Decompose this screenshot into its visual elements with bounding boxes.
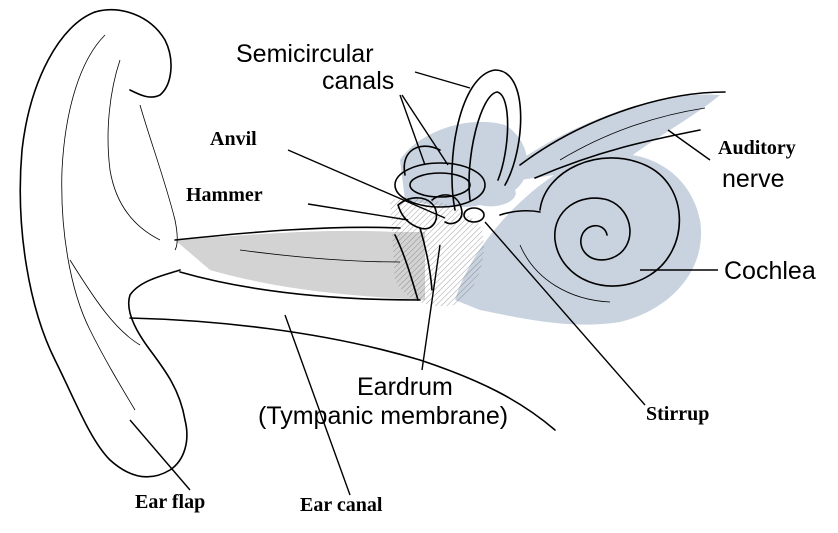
ear-flap-outline: [20, 10, 187, 477]
label-ear-flap: Ear flap: [135, 492, 205, 513]
label-auditory-line2: nerve: [722, 166, 785, 192]
leader-auditory-nerve: [668, 130, 710, 160]
label-anvil: Anvil: [210, 129, 257, 150]
label-semicircular-line1: Semicircular: [236, 41, 374, 67]
label-auditory-line1: Auditory: [718, 138, 796, 159]
leader-semicircular-1: [415, 72, 470, 88]
label-hammer: Hammer: [186, 185, 263, 206]
label-eardrum-line1: Eardrum: [357, 374, 453, 400]
label-ear-canal: Ear canal: [300, 495, 382, 516]
ear-canal-shading: [175, 231, 425, 300]
label-stirrup: Stirrup: [646, 404, 709, 425]
label-semicircular-line2: canals: [322, 68, 394, 94]
label-eardrum-line2: (Tympanic membrane): [258, 403, 508, 429]
leader-ear-flap: [130, 420, 190, 490]
label-cochlea: Cochlea: [724, 258, 816, 284]
